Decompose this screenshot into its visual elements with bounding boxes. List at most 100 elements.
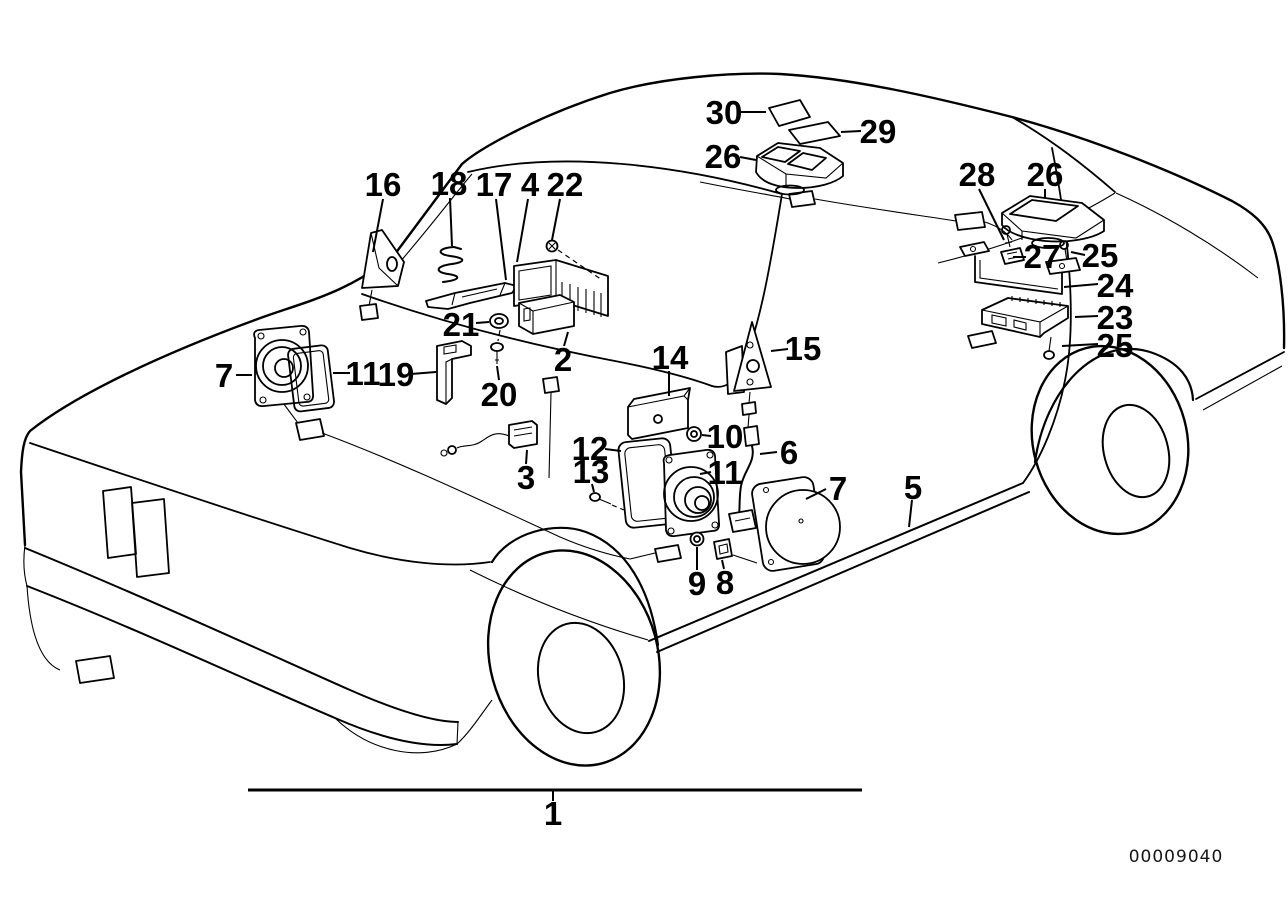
svg-text:3: 3 <box>517 459 535 496</box>
part-15-mirror-triangle <box>725 321 772 404</box>
part-8-clip <box>713 538 758 564</box>
callout-26-right: 26 <box>1027 156 1064 198</box>
car-body-outline <box>19 72 1286 653</box>
part-25-screw-lower <box>1043 336 1055 360</box>
svg-text:22: 22 <box>547 166 584 203</box>
part-21-grommet <box>489 313 509 342</box>
callout-12: 12 <box>572 430 622 467</box>
callout-9: 9 <box>688 547 706 602</box>
part-2-connector-housing <box>518 294 575 335</box>
callout-13: 13 <box>573 453 610 493</box>
part-24-bracket <box>959 241 1081 295</box>
svg-text:7: 7 <box>215 357 233 394</box>
callout-2: 2 <box>554 331 572 378</box>
part-6-cable <box>728 401 760 533</box>
callout-15: 15 <box>770 330 822 367</box>
callout-5: 5 <box>904 469 922 528</box>
callout-3: 3 <box>517 449 535 496</box>
svg-text:26: 26 <box>1027 156 1064 193</box>
callout-20: 20 <box>481 365 518 413</box>
part-3-connector-lead <box>440 420 538 457</box>
svg-text:24: 24 <box>1097 267 1134 304</box>
svg-text:5: 5 <box>904 469 922 506</box>
part-17-bracket <box>425 282 518 310</box>
svg-text:27: 27 <box>1024 238 1061 275</box>
callout-7-front: 7 <box>215 357 252 394</box>
part-23-amplifier <box>981 296 1069 338</box>
part-14-tweeter-panel <box>627 387 691 440</box>
part-26-rear-speaker-left <box>755 142 844 196</box>
svg-text:9: 9 <box>688 565 706 602</box>
svg-text:25: 25 <box>1097 327 1134 364</box>
part-27-clip <box>1000 247 1025 265</box>
callout-8: 8 <box>716 559 734 601</box>
callout-21: 21 <box>443 306 490 343</box>
callout-26-left: 26 <box>705 138 757 175</box>
callout-23: 23 <box>1074 299 1134 336</box>
part-7-front-speaker <box>253 324 315 408</box>
callout-6: 6 <box>759 434 798 471</box>
callout-16: 16 <box>365 166 402 253</box>
callout-10: 10 <box>701 418 744 455</box>
svg-text:11: 11 <box>346 355 381 392</box>
document-number: 00009040 <box>1129 847 1224 867</box>
svg-text:29: 29 <box>860 113 897 150</box>
front-end <box>23 486 493 754</box>
part-11-front-grille <box>287 344 335 413</box>
part-19-bracket <box>436 340 472 405</box>
callout-4: 4 <box>516 166 540 263</box>
rear-shelf-pad <box>967 330 997 349</box>
svg-text:13: 13 <box>573 453 610 490</box>
svg-text:18: 18 <box>431 165 468 202</box>
callout-14: 14 <box>652 339 689 396</box>
svg-text:26: 26 <box>705 138 742 175</box>
svg-text:4: 4 <box>521 166 540 203</box>
callout-25-bottom: 25 <box>1061 327 1134 364</box>
svg-text:28: 28 <box>959 156 996 193</box>
part-22-screw <box>545 239 603 281</box>
svg-text:19: 19 <box>378 356 415 393</box>
callout-30: 30 <box>706 94 766 131</box>
svg-text:25: 25 <box>1082 237 1119 274</box>
svg-text:6: 6 <box>780 434 798 471</box>
callout-18: 18 <box>431 165 468 247</box>
part-16-mirror-triangle <box>359 229 405 321</box>
part-29-grille-pad <box>788 121 841 145</box>
svg-text:15: 15 <box>785 330 822 367</box>
callout-11-front: 11 <box>333 355 380 392</box>
part-13-screw <box>589 492 625 511</box>
svg-text:20: 20 <box>481 376 518 413</box>
svg-text:14: 14 <box>652 339 689 376</box>
rear-wheel <box>1030 344 1195 536</box>
part-30-grille-pad <box>768 99 811 127</box>
svg-text:23: 23 <box>1097 299 1134 336</box>
part-18-spring <box>437 246 464 283</box>
callout-11-door: 11 <box>699 454 743 491</box>
svg-text:12: 12 <box>572 430 609 467</box>
callout-27: 27 <box>1013 238 1060 275</box>
callout-24: 24 <box>1063 267 1134 304</box>
svg-text:21: 21 <box>443 306 480 343</box>
svg-text:11: 11 <box>708 454 743 491</box>
part-11-door-speaker <box>662 448 721 538</box>
svg-text:17: 17 <box>476 166 513 203</box>
part-20-screw <box>490 342 504 364</box>
callout-19: 19 <box>378 356 437 393</box>
part-7-rear-speaker-cover <box>751 476 841 572</box>
svg-text:10: 10 <box>707 418 744 455</box>
svg-text:2: 2 <box>554 341 572 378</box>
callout-17: 17 <box>476 166 513 281</box>
svg-text:1: 1 <box>544 795 562 832</box>
svg-text:16: 16 <box>365 166 402 203</box>
svg-text:7: 7 <box>829 470 847 507</box>
callout-25-top: 25 <box>1070 237 1119 274</box>
part-9-nut <box>689 531 705 547</box>
svg-text:8: 8 <box>716 564 734 601</box>
part-26-rear-speaker-right <box>1001 195 1105 249</box>
callout-7-rear: 7 <box>805 470 847 507</box>
svg-text:30: 30 <box>706 94 743 131</box>
part-10-grommet <box>686 426 702 442</box>
front-wheel <box>486 526 662 767</box>
